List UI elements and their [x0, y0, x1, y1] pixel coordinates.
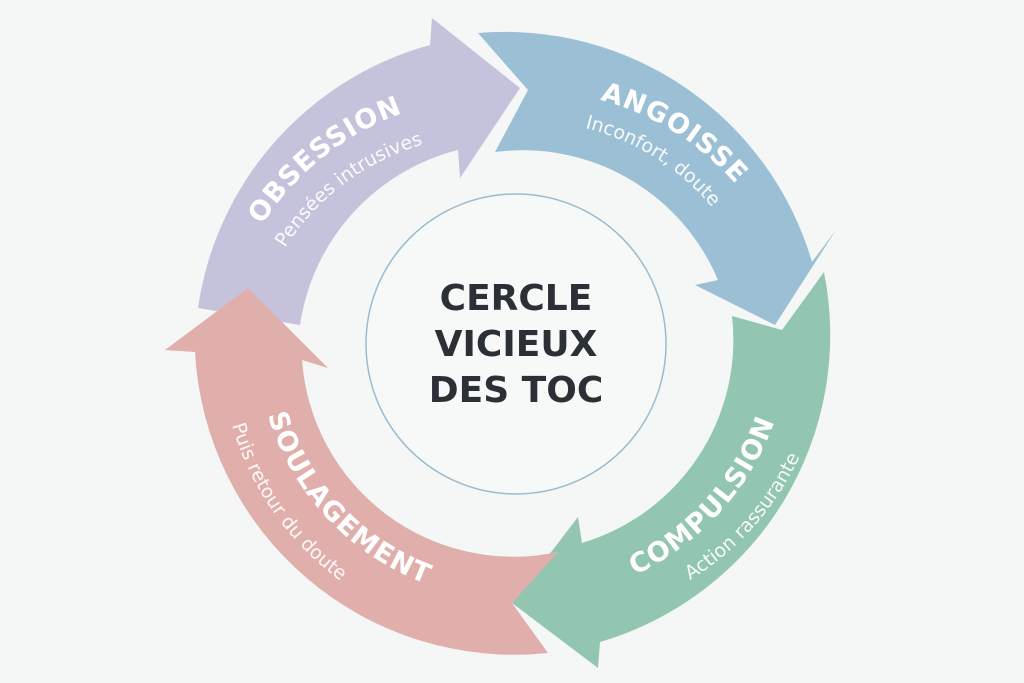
center-line-1: CERCLE [440, 278, 593, 319]
center-line-2: VICIEUX [435, 324, 598, 365]
center-label: CERCLE VICIEUX DES TOC [365, 193, 667, 495]
center-line-3: DES TOC [429, 370, 604, 411]
obsession-arrow-shape [198, 18, 520, 325]
angoisse-arrow-shape [478, 31, 836, 326]
center-circle [365, 193, 667, 495]
compulsion-arrow-shape [512, 272, 831, 668]
soulagement-arrow-shape [165, 288, 558, 655]
segment-soulagement: SOULAGEMENT Puis retour du doute [165, 288, 558, 655]
